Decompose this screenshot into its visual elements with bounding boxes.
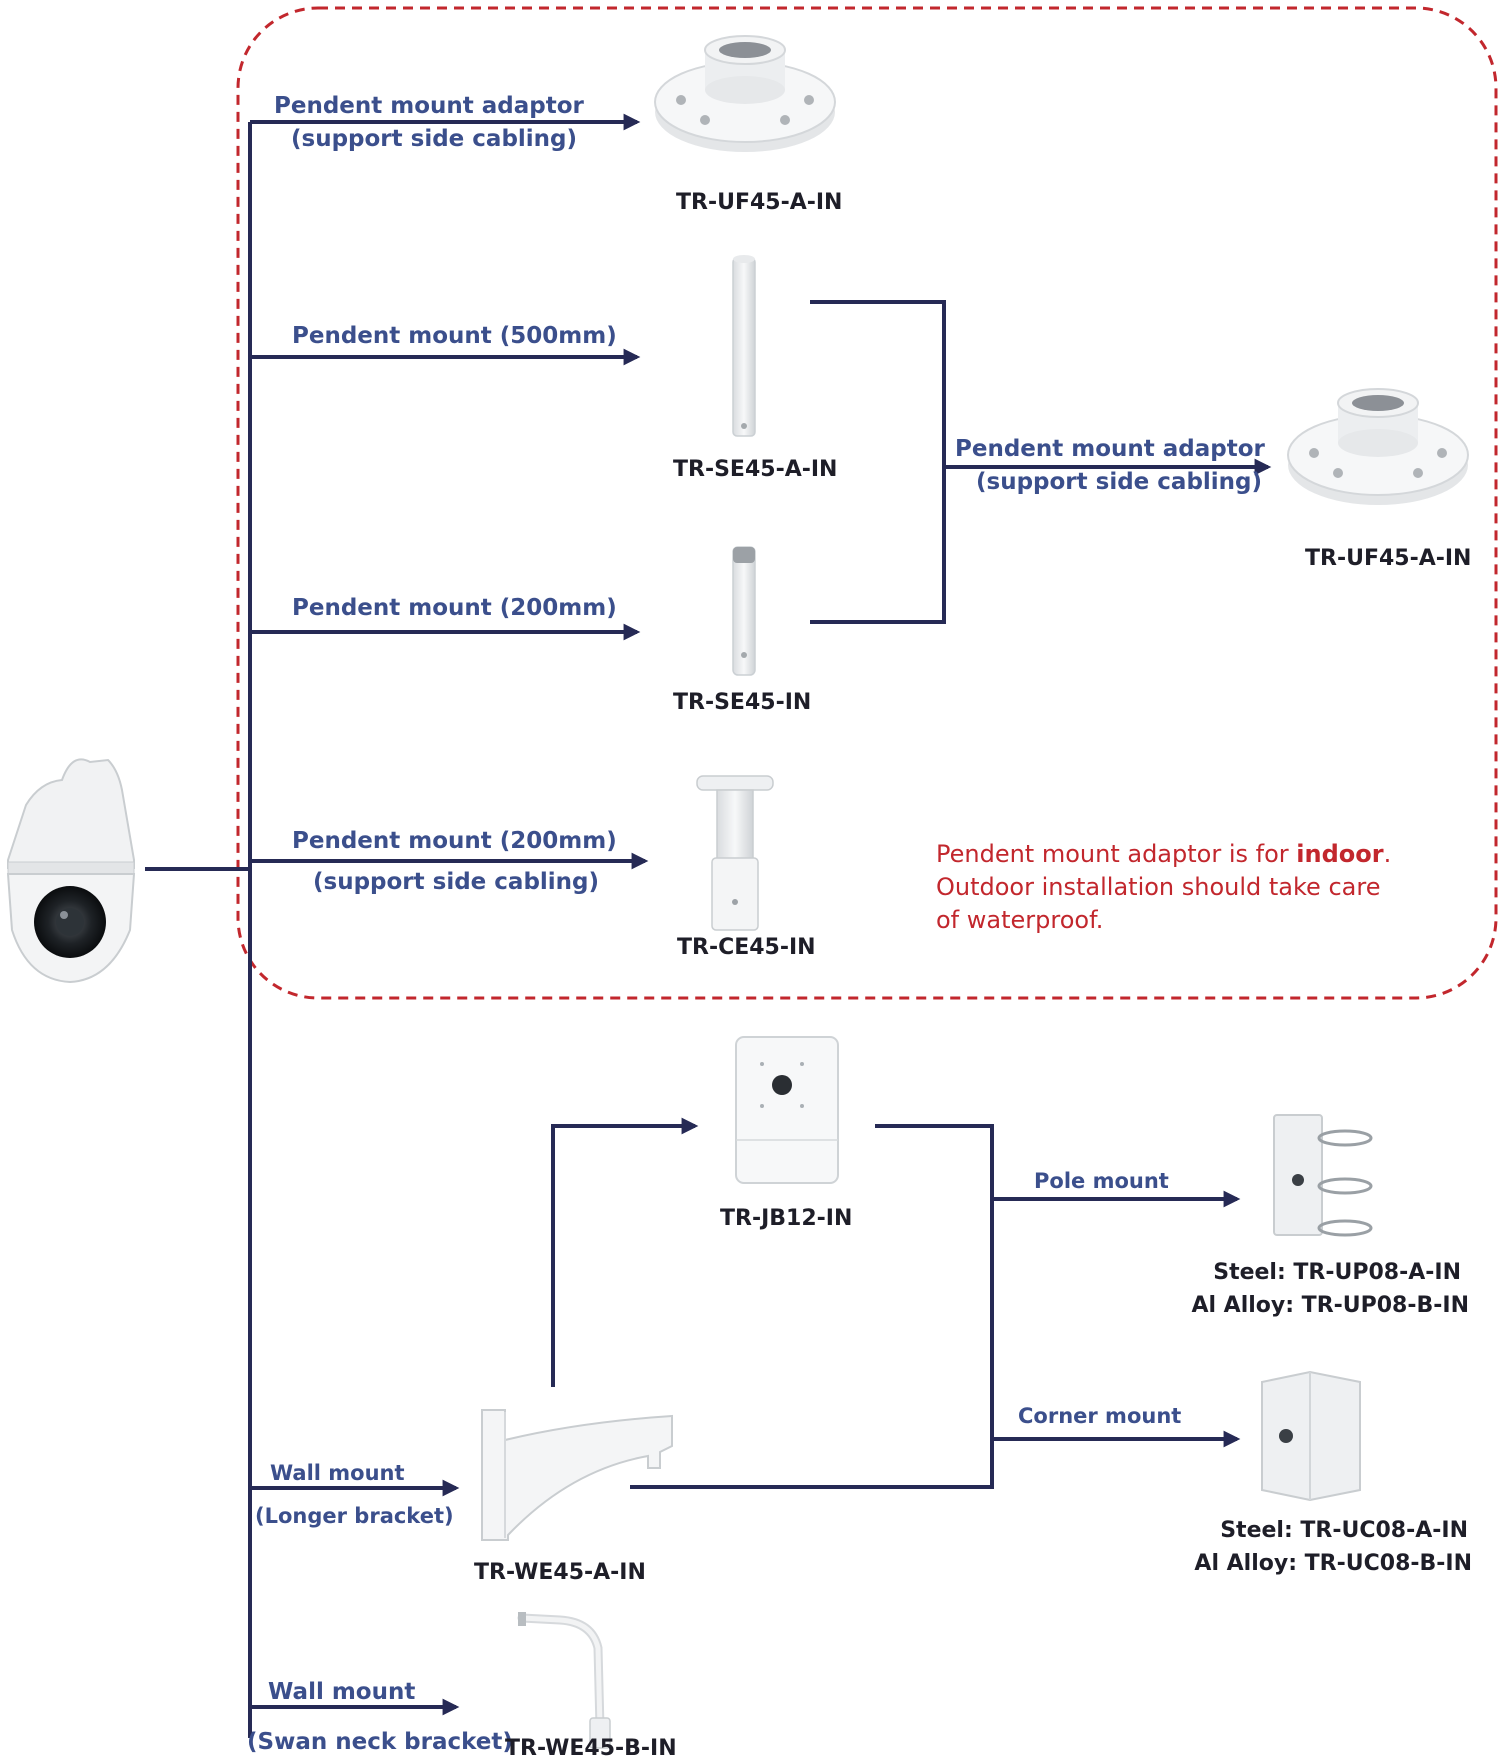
label-wall-mount-swan-sub: (Swan neck bracket) [247, 1729, 513, 1755]
label-adaptor: Pendent mount adaptor [274, 93, 584, 119]
label-wall-mount-long-sub: (Longer bracket) [255, 1504, 454, 1528]
indoor-note: Pendent mount adaptor is for indoor. Out… [936, 838, 1406, 937]
long-pole-image [732, 255, 756, 437]
code-uc08-alloy: Al Alloy: TR-UC08-B-IN [1194, 1551, 1472, 1576]
note-text-1: Pendent mount adaptor is for [936, 840, 1297, 868]
label-wall-mount-swan: Wall mount [268, 1679, 416, 1705]
swan-neck-bracket-image [517, 1612, 611, 1749]
pendant-mount-image [696, 775, 774, 931]
code-uf45-top: TR-UF45-A-IN [676, 190, 843, 215]
flange-adaptor-image [654, 35, 836, 152]
label-adaptor-sub: (support side cabling) [291, 126, 578, 152]
connector-lines [145, 113, 1272, 1738]
code-ce45: TR-CE45-IN [677, 935, 816, 960]
flange-adaptor-image [1287, 388, 1469, 505]
label-pendent-200-side: Pendent mount (200mm) [292, 828, 617, 854]
label-wall-mount-long: Wall mount [270, 1461, 405, 1485]
corner-mount-image [1261, 1370, 1361, 1502]
label-pendent-500: Pendent mount (500mm) [292, 323, 617, 349]
pole-mount-image [1273, 1114, 1373, 1237]
note-text-2: . Outdoor installation should take care … [936, 840, 1392, 934]
label-pendent-200: Pendent mount (200mm) [292, 595, 617, 621]
code-up08-alloy: Al Alloy: TR-UP08-B-IN [1191, 1293, 1469, 1318]
label-pendent-200-side-sub: (support side cabling) [313, 869, 600, 895]
label-pole-mount: Pole mount [1034, 1169, 1169, 1193]
ptz-camera-image [6, 758, 136, 984]
code-uf45-right: TR-UF45-A-IN [1305, 546, 1472, 571]
code-uc08-steel: Steel: TR-UC08-A-IN [1220, 1518, 1468, 1543]
wall-bracket-image [481, 1409, 673, 1541]
code-we45a: TR-WE45-A-IN [474, 1560, 646, 1585]
code-jb12: TR-JB12-IN [720, 1206, 853, 1231]
code-se45: TR-SE45-IN [673, 690, 812, 715]
code-up08-steel: Steel: TR-UP08-A-IN [1213, 1260, 1461, 1285]
label-adaptor-right: Pendent mount adaptor [955, 436, 1265, 462]
junction-box-image [735, 1036, 839, 1184]
label-corner-mount: Corner mount [1018, 1404, 1182, 1428]
code-se45a: TR-SE45-A-IN [673, 457, 838, 482]
indoor-region-border [236, 6, 1498, 1000]
code-we45b: TR-WE45-B-IN [505, 1736, 677, 1761]
label-adaptor-right-sub: (support side cabling) [976, 469, 1263, 495]
note-text-bold: indoor [1296, 840, 1384, 868]
short-pole-image [732, 546, 756, 676]
